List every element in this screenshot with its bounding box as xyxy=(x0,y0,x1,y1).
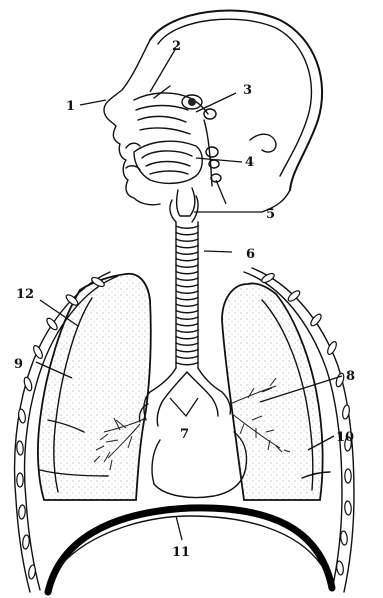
tracheal-ring xyxy=(176,356,198,358)
tracheal-ring xyxy=(176,233,198,235)
label-8: 8 xyxy=(346,369,355,384)
tracheal-ring xyxy=(176,285,198,287)
label-6: 6 xyxy=(246,247,255,262)
nasal-cavity xyxy=(134,86,208,134)
label-2: 2 xyxy=(172,39,181,54)
label-3: 3 xyxy=(243,83,252,98)
rib-segment xyxy=(18,409,27,424)
label-1: 1 xyxy=(66,99,75,114)
tracheal-ring xyxy=(176,337,198,339)
rib-segment xyxy=(344,501,351,515)
right-lung xyxy=(222,283,330,500)
label-11: 11 xyxy=(172,545,190,560)
tracheal-ring xyxy=(176,298,198,300)
tracheal-ring xyxy=(176,246,198,248)
tracheal-ring xyxy=(176,252,198,254)
nasopharynx xyxy=(182,95,221,186)
tracheal-ring xyxy=(176,311,198,313)
tracheal-ring xyxy=(176,226,198,228)
tracheal-ring xyxy=(176,259,198,261)
tracheal-ring xyxy=(176,324,198,326)
rib-segment xyxy=(18,505,25,519)
oral-cavity xyxy=(126,141,202,183)
rib-segment xyxy=(32,344,44,359)
rib-segment xyxy=(17,473,23,487)
rib-segment xyxy=(336,561,344,576)
tracheal-ring xyxy=(176,317,198,319)
label-12: 12 xyxy=(16,287,34,302)
larynx xyxy=(170,188,198,222)
tracheal-ring xyxy=(176,239,198,241)
label-5: 5 xyxy=(266,207,275,222)
heart-outline xyxy=(152,432,247,498)
tracheal-ring xyxy=(176,350,198,352)
tracheal-ring xyxy=(176,272,198,274)
rib-segment xyxy=(345,469,351,483)
rib-segment xyxy=(340,531,348,546)
label-9: 9 xyxy=(14,357,23,372)
tracheal-ring xyxy=(176,265,198,267)
tracheal-ring xyxy=(176,330,198,332)
tracheal-ring xyxy=(176,343,198,345)
label-7: 7 xyxy=(180,427,189,442)
left-lung xyxy=(38,274,151,500)
rib-segment xyxy=(22,535,30,550)
trachea xyxy=(176,222,198,368)
tracheal-ring xyxy=(176,278,198,280)
rib-segment xyxy=(16,441,23,455)
main-bronchi xyxy=(139,368,230,426)
tracheal-ring xyxy=(176,363,198,365)
label-10: 10 xyxy=(336,430,354,445)
tracheal-ring xyxy=(176,304,198,306)
tracheal-ring xyxy=(176,291,198,293)
rib-segment xyxy=(28,565,36,580)
label-4: 4 xyxy=(245,155,254,170)
